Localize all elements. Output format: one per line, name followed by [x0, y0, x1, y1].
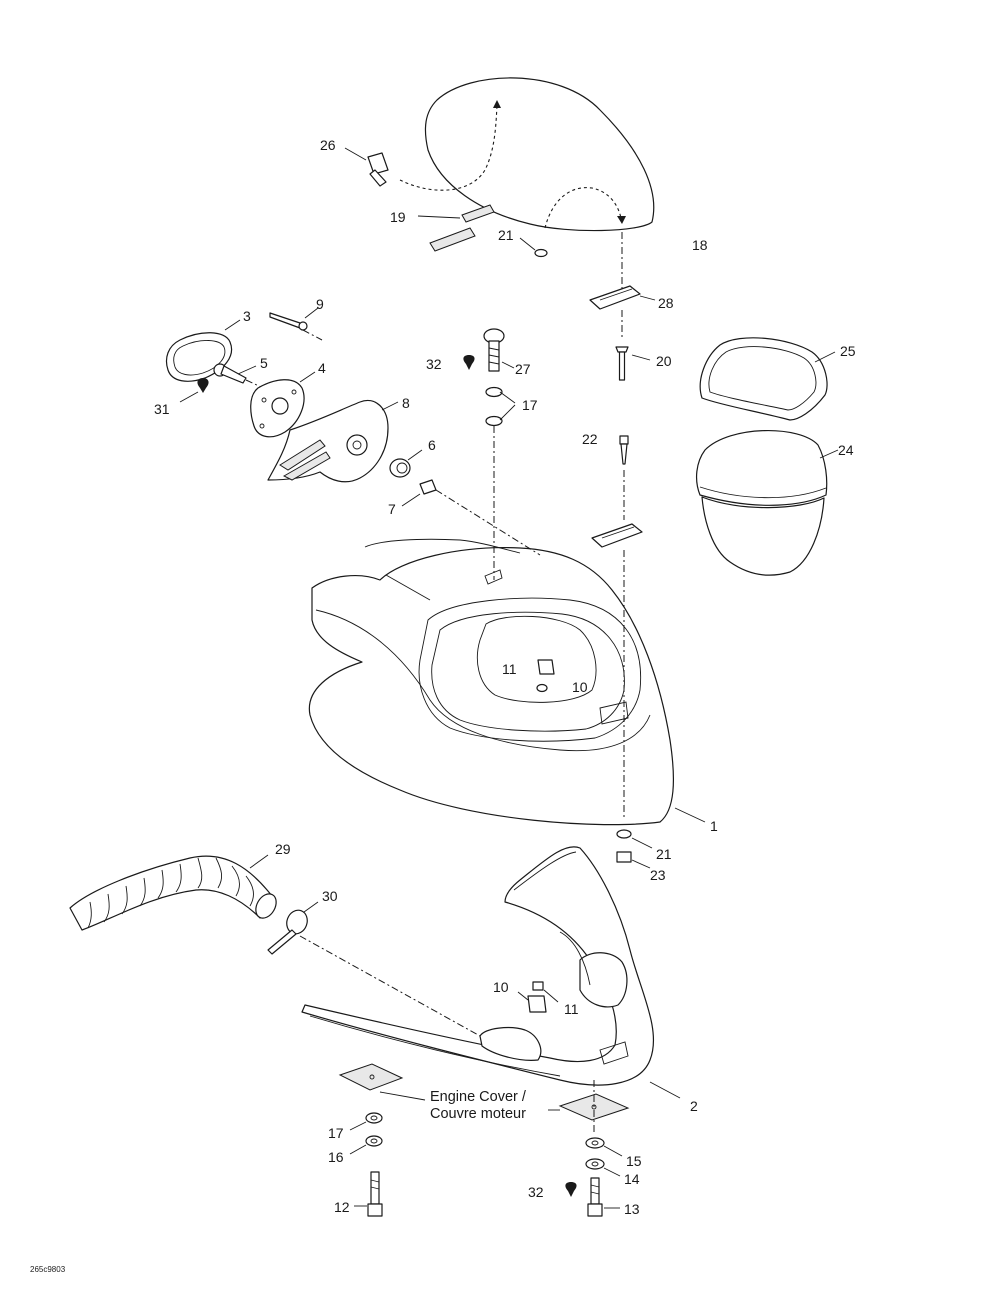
callout-1: 1 — [710, 818, 718, 834]
callout-29: 29 — [275, 841, 291, 857]
engine-cover-label-1: Engine Cover / — [430, 1089, 527, 1105]
part-8-vent-housing — [267, 399, 399, 483]
callout-31: 31 — [154, 401, 170, 417]
part-9-pin — [269, 307, 323, 341]
callout-6: 6 — [428, 437, 436, 453]
part-14-washer-right — [585, 1158, 621, 1177]
drawing-code: 265c9803 — [30, 1265, 66, 1274]
callout-4: 4 — [318, 360, 326, 376]
callout-21-bottom: 21 — [656, 846, 672, 862]
part-21-washer-top — [519, 237, 548, 258]
part-3-lens — [165, 319, 241, 382]
part-13-bolt — [587, 1177, 620, 1217]
callout-14: 14 — [624, 1171, 640, 1187]
part-7-clip — [401, 479, 541, 556]
part-19-strips — [417, 204, 495, 252]
callout-9: 9 — [316, 296, 324, 312]
callout-10-bottom: 10 — [493, 979, 509, 995]
callout-22: 22 — [582, 431, 598, 447]
callout-24: 24 — [838, 442, 854, 458]
callout-30: 30 — [322, 888, 338, 904]
callout-21-top: 21 — [498, 227, 514, 243]
callout-12: 12 — [334, 1199, 350, 1215]
callout-17-top: 17 — [522, 397, 538, 413]
callout-7: 7 — [388, 501, 396, 517]
callout-3: 3 — [243, 308, 251, 324]
callout-19: 19 — [390, 209, 406, 225]
part-4-base-plate — [250, 371, 316, 438]
callout-25: 25 — [840, 343, 856, 359]
callout-10-top: 10 — [572, 679, 588, 695]
callout-18: 18 — [692, 237, 708, 253]
part-27-bolt — [483, 328, 515, 372]
part-32-sealant-bottom — [565, 1182, 577, 1197]
part-6-grommet — [389, 449, 423, 478]
callout-16: 16 — [328, 1149, 344, 1165]
part-10-clip-lower — [517, 991, 547, 1013]
part-11-nut-lower — [532, 981, 559, 1003]
callout-8: 8 — [402, 395, 410, 411]
part-16-washer-left — [349, 1135, 383, 1155]
engine-cover-label-2: Couvre moteur — [430, 1106, 526, 1122]
part-1-hood — [308, 538, 706, 826]
callout-11-top: 11 — [502, 661, 517, 677]
part-30-clamp — [267, 901, 481, 1037]
part-28-hinge-top — [589, 285, 656, 310]
engine-cover-pads — [338, 1063, 630, 1135]
part-25-seal — [699, 337, 836, 421]
callout-11-bottom: 11 — [564, 1001, 579, 1017]
part-31-plug — [179, 378, 209, 403]
part-2-engine-cover-base — [301, 846, 681, 1099]
part-32-sealant-top — [463, 355, 475, 370]
callout-15: 15 — [626, 1153, 642, 1169]
callout-27: 27 — [515, 361, 531, 377]
part-18-cover-shell — [399, 77, 655, 290]
callout-26: 26 — [320, 137, 336, 153]
callout-13: 13 — [624, 1201, 640, 1217]
callout-32-bottom: 32 — [528, 1184, 544, 1200]
part-17-washer-left — [349, 1112, 383, 1131]
part-12-bolt — [354, 1171, 383, 1217]
callout-2: 2 — [690, 1098, 698, 1114]
callout-23: 23 — [650, 867, 666, 883]
callout-labels: 26 19 21 18 28 9 3 5 4 31 8 6 7 32 27 17… — [30, 137, 856, 1274]
part-21-washer-bottom — [616, 829, 653, 849]
part-hinge-lower — [591, 523, 643, 820]
part-15-washer-right — [585, 1137, 623, 1157]
part-29-hose — [69, 854, 277, 931]
callout-5: 5 — [260, 355, 268, 371]
part-20-rivet — [615, 310, 651, 381]
callout-28: 28 — [658, 295, 674, 311]
callout-20: 20 — [656, 353, 672, 369]
callout-17-left: 17 — [328, 1125, 344, 1141]
callout-32-top: 32 — [426, 356, 442, 372]
part-26-fastener — [344, 147, 389, 187]
part-24-storage-bin — [695, 430, 839, 576]
part-17-washers-top — [485, 386, 516, 580]
part-23-nut — [616, 851, 651, 869]
part-22-screw — [619, 435, 629, 520]
